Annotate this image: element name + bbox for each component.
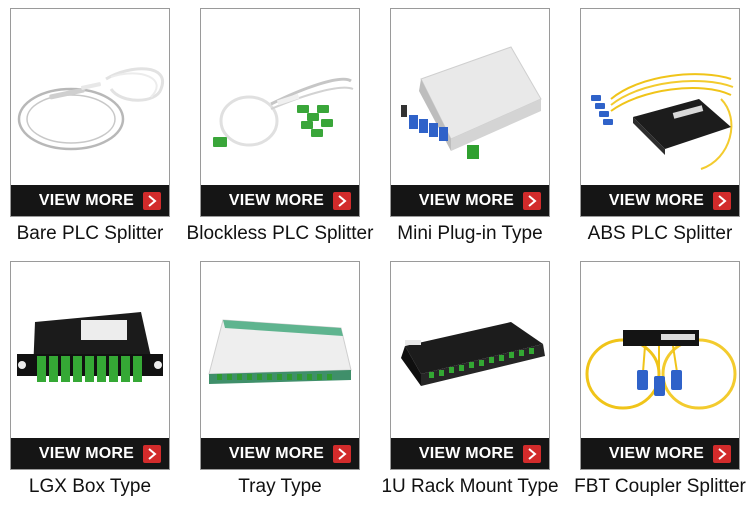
product-image-1u-rack-mount-type[interactable] <box>391 262 549 438</box>
view-more-label: VIEW MORE <box>38 444 134 462</box>
product-caption[interactable]: ABS PLC Splitter <box>587 223 733 244</box>
chevron-right-icon <box>713 191 731 210</box>
view-more-button[interactable]: VIEW MORE <box>581 438 739 469</box>
product-frame[interactable]: VIEW MORE <box>390 8 550 217</box>
chevron-right-icon <box>143 191 161 210</box>
product-caption[interactable]: FBT Coupler Splitter <box>574 476 746 497</box>
product-image-tray-type[interactable] <box>201 262 359 438</box>
product-frame[interactable]: VIEW MORE <box>10 261 170 470</box>
product-caption[interactable]: LGX Box Type <box>28 476 152 497</box>
product-image-fbt-coupler-splitter[interactable] <box>581 262 739 438</box>
view-more-label: VIEW MORE <box>418 444 514 462</box>
view-more-label: VIEW MORE <box>228 191 324 209</box>
chevron-right-icon <box>523 191 541 210</box>
product-frame[interactable]: VIEW MORE <box>390 261 550 470</box>
product-frame[interactable]: VIEW MORE <box>580 8 740 217</box>
product-frame[interactable]: VIEW MORE <box>10 8 170 217</box>
product-caption[interactable]: Bare PLC Splitter <box>16 223 164 244</box>
product-caption[interactable]: Mini Plug-in Type <box>397 223 543 244</box>
view-more-button[interactable]: VIEW MORE <box>391 438 549 469</box>
view-more-label: VIEW MORE <box>228 444 324 462</box>
product-image-mini-plug-in-type[interactable] <box>391 9 549 185</box>
product-image-lgx-box-type[interactable] <box>11 262 169 438</box>
product-caption[interactable]: Blockless PLC Splitter <box>186 223 374 244</box>
view-more-button[interactable]: VIEW MORE <box>581 185 739 216</box>
chevron-right-icon <box>523 444 541 463</box>
view-more-button[interactable]: VIEW MORE <box>391 185 549 216</box>
view-more-label: VIEW MORE <box>418 191 514 209</box>
chevron-right-icon <box>143 444 161 463</box>
product-caption[interactable]: 1U Rack Mount Type <box>381 476 559 497</box>
chevron-right-icon <box>713 444 731 463</box>
product-frame[interactable]: VIEW MORE <box>580 261 740 470</box>
view-more-button[interactable]: VIEW MORE <box>201 185 359 216</box>
view-more-button[interactable]: VIEW MORE <box>201 438 359 469</box>
view-more-button[interactable]: VIEW MORE <box>11 438 169 469</box>
view-more-button[interactable]: VIEW MORE <box>11 185 169 216</box>
product-frame[interactable]: VIEW MORE <box>200 261 360 470</box>
product-image-abs-plc-splitter[interactable] <box>581 9 739 185</box>
product-frame[interactable]: VIEW MORE <box>200 8 360 217</box>
view-more-label: VIEW MORE <box>608 191 704 209</box>
view-more-label: VIEW MORE <box>608 444 704 462</box>
product-image-blockless-plc-splitter[interactable] <box>201 9 359 185</box>
product-image-bare-plc-splitter[interactable] <box>11 9 169 185</box>
chevron-right-icon <box>333 444 351 463</box>
view-more-label: VIEW MORE <box>38 191 134 209</box>
chevron-right-icon <box>333 191 351 210</box>
product-caption[interactable]: Tray Type <box>238 476 322 497</box>
